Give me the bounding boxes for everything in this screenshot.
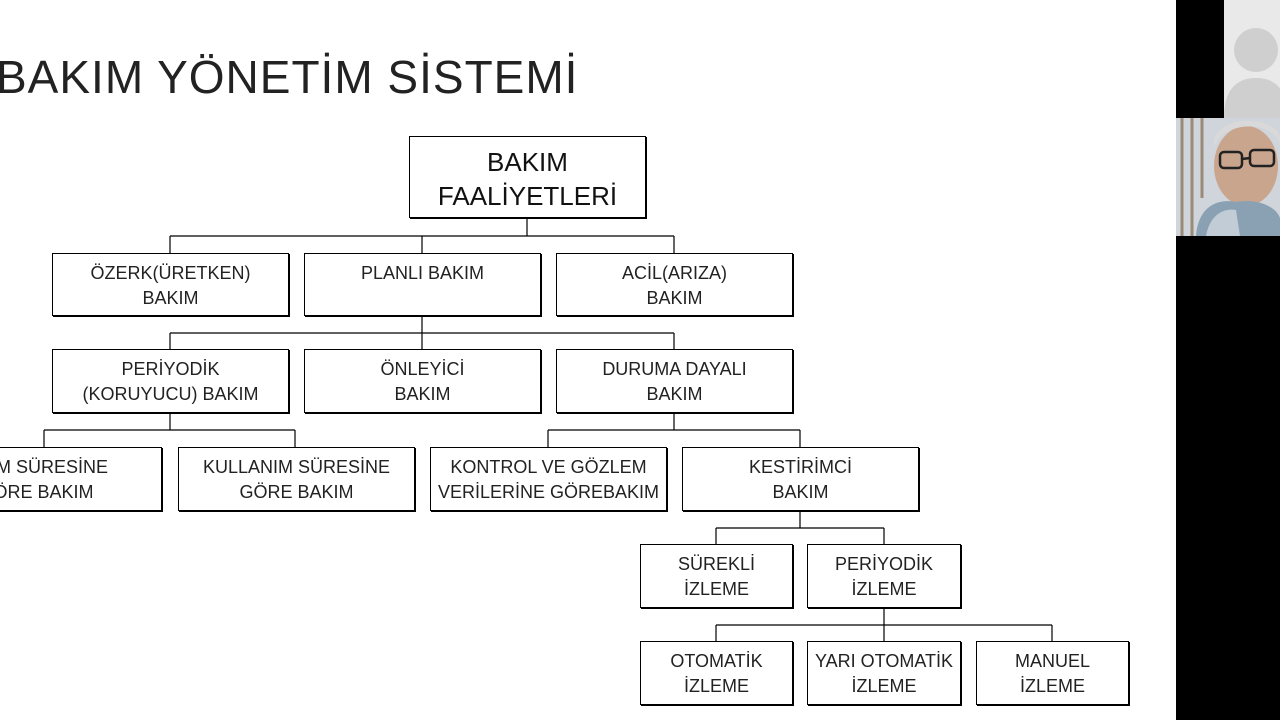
node-label: ACİL(ARIZA): [621, 263, 727, 283]
participant-video-panel: [1176, 0, 1280, 720]
node-label: İZLEME: [851, 676, 917, 696]
node-planli-bakim: PLANLI BAKIM: [304, 253, 541, 316]
node-label: (KORUYUCU) BAKIM: [82, 384, 259, 404]
node-label: OTOMATİK: [670, 651, 763, 671]
node-label: PERİYODİK: [121, 359, 220, 379]
node-ozerk-bakim: ÖZERK(ÜRETKEN) BAKIM: [52, 253, 289, 316]
node-acil-bakim: ACİL(ARIZA) BAKIM: [556, 253, 793, 316]
node-label: SÜREKLİ: [677, 554, 756, 574]
node-surekli-izleme: SÜREKLİ İZLEME: [640, 544, 793, 608]
node-bakim-faaliyetleri: BAKIM FAALİYETLERİ: [409, 136, 646, 218]
node-periyodik-koruyucu-bakim: PERİYODİK (KORUYUCU) BAKIM: [52, 349, 289, 413]
node-label: MANUEL: [1014, 651, 1090, 671]
node-onleyici-bakim: ÖNLEYİCİ BAKIM: [304, 349, 541, 413]
node-label: BAKIM: [142, 288, 199, 308]
node-label: BAKIM: [646, 288, 703, 308]
node-label: VERİLERİNE GÖREBAKIM: [437, 482, 660, 502]
node-otomatik-izleme: OTOMATİK İZLEME: [640, 641, 793, 705]
node-label: İZLEME: [1019, 676, 1085, 696]
node-manuel-izleme: MANUEL İZLEME: [976, 641, 1129, 705]
node-label: PERİYODİK: [834, 554, 934, 574]
node-label: BAKIM: [772, 482, 829, 502]
node-label: İZLEME: [683, 676, 749, 696]
node-label: KESTİRİMCİ: [748, 457, 852, 477]
node-kullanim-suresine-gore-bakim: KULLANIM SÜRESİNE GÖRE BAKIM: [178, 447, 415, 511]
node-label: BAKIM: [394, 384, 451, 404]
node-label: KONTROL VE GÖZLEM: [450, 457, 647, 477]
node-label: ÖRE BAKIM: [0, 482, 94, 502]
node-yari-otomatik-izleme: YARI OTOMATİK İZLEME: [807, 641, 961, 705]
node-label: KULLANIM SÜRESİNE: [202, 457, 391, 477]
node-label: İZLEME: [683, 579, 749, 599]
participant-webcam-icon: [1176, 118, 1280, 236]
node-label: ÖNLEYİCİ: [380, 359, 465, 379]
node-label: GÖRE BAKIM: [239, 482, 354, 502]
node-label: VİM SÜRESİNE: [0, 457, 109, 477]
node-label: DURUMA DAYALI: [602, 359, 747, 379]
node-label: ÖZERK(ÜRETKEN): [90, 263, 251, 283]
node-omur-suresine-gore-bakim: VİM SÜRESİNE ÖRE BAKIM: [0, 447, 162, 511]
node-label: PLANLI BAKIM: [360, 263, 485, 283]
node-periyodik-izleme: PERİYODİK İZLEME: [807, 544, 961, 608]
node-label: YARI OTOMATİK: [814, 651, 953, 671]
node-label: BAKIM: [487, 147, 568, 177]
user-avatar-icon: [1224, 28, 1280, 118]
participant-avatar-tile[interactable]: [1224, 0, 1280, 118]
node-label: BAKIM: [646, 384, 703, 404]
participant-video-tile[interactable]: [1176, 118, 1280, 236]
node-duruma-dayali-bakim: DURUMA DAYALI BAKIM: [556, 349, 793, 413]
node-kontrol-gozlem-bakim: KONTROL VE GÖZLEM VERİLERİNE GÖREBAKIM: [430, 447, 667, 511]
slide-title: BAKIM YÖNETİM SİSTEMİ: [0, 51, 579, 103]
node-kestirimci-bakim: KESTİRİMCİ BAKIM: [682, 447, 919, 511]
presentation-slide: BAKIM YÖNETİM SİSTEMİ: [0, 0, 1176, 720]
connector-lines: [43, 219, 1053, 641]
node-label: İZLEME: [851, 579, 917, 599]
node-label: FAALİYETLERİ: [437, 181, 618, 211]
